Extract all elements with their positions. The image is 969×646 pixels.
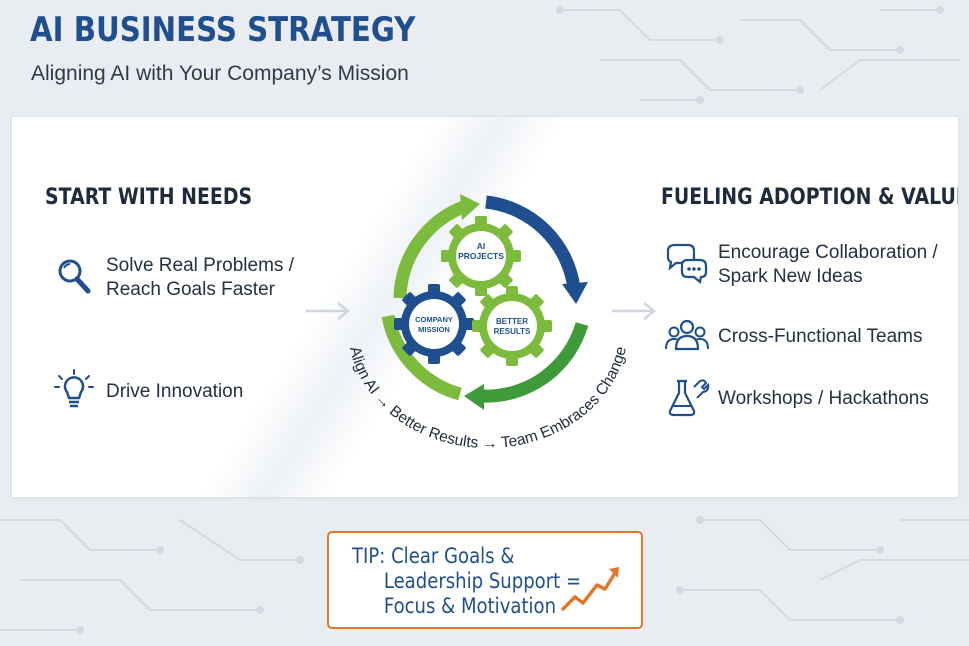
tip-line: Leadership Support =	[383, 569, 582, 593]
right-item-cross-functional: Cross-Functional Teams	[664, 313, 923, 359]
team-icon	[665, 319, 709, 351]
page-subtitle: Aligning AI with Your Company’s Mission	[31, 62, 409, 85]
tip-box: TIP: Clear Goals & Leadership Support = …	[327, 531, 643, 629]
cycle-arrowhead	[460, 194, 480, 220]
lab-flask-icon	[668, 379, 710, 417]
right-item-label: Workshops / Hackathons	[718, 388, 929, 409]
left-section-title: START WITH NEEDS	[45, 185, 253, 210]
right-item-label: Cross-Functional Teams	[718, 326, 923, 347]
left-item-solve-problems: Solve Real Problems / Reach Goals Faster	[52, 254, 294, 302]
trend-up-icon	[561, 567, 619, 611]
right-item-label: Encourage Collaboration / Spark New Idea…	[718, 242, 938, 287]
left-item-drive-innovation: Drive Innovation	[52, 368, 243, 414]
cycle-arrow-green-bottom	[479, 322, 589, 403]
flow-arrow-left	[306, 302, 351, 320]
chat-bubbles-icon	[666, 243, 708, 285]
tip-line: Focus & Motivation	[383, 594, 557, 618]
tip-line: TIP: Clear Goals &	[352, 544, 515, 568]
flow-arrow-right	[612, 302, 657, 320]
cycle-arrow-green-top	[393, 199, 469, 299]
cycle-arrowhead	[562, 282, 588, 304]
left-item-label: Solve Real Problems / Reach Goals Faster	[106, 255, 294, 300]
tip-text: TIP: Clear Goals & Leadership Support = …	[352, 544, 581, 619]
right-section-title: FUELING ADOPTION & VALUE	[661, 185, 959, 210]
page-title: AI BUSINESS STRATEGY	[30, 10, 416, 50]
right-item-workshops: Workshops / Hackathons	[664, 375, 929, 421]
lightbulb-icon	[54, 369, 94, 408]
magnifier-icon	[58, 259, 91, 294]
right-item-collaboration: Encourage Collaboration / Spark New Idea…	[664, 241, 938, 289]
cycle-arrowhead	[464, 384, 484, 410]
left-item-label: Drive Innovation	[106, 381, 244, 402]
cycle-arrow-navy-right	[485, 195, 581, 290]
